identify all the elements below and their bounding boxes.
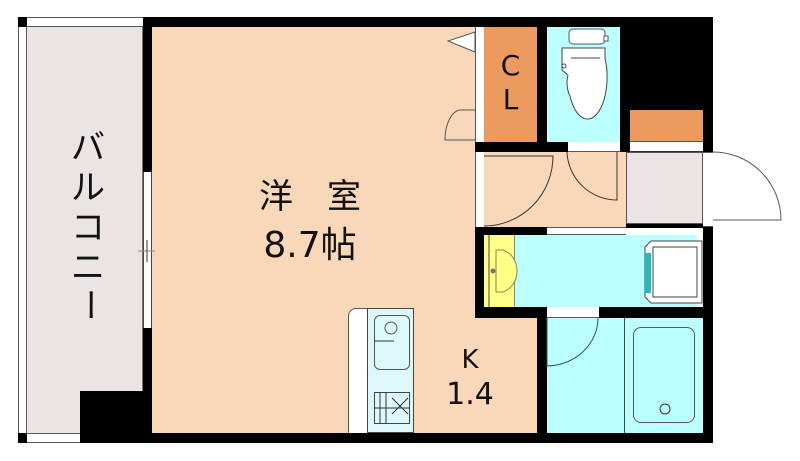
hall-left-strip bbox=[475, 152, 484, 227]
toilet-door-swing bbox=[566, 151, 618, 201]
closet bbox=[484, 27, 537, 142]
wall-bath-left bbox=[537, 307, 547, 433]
kitchen-floor bbox=[476, 298, 538, 433]
wall-hall-right-bottom bbox=[620, 142, 630, 152]
wall-wash-bottom-right bbox=[599, 307, 703, 318]
wall-toilet-right bbox=[620, 110, 630, 152]
bathroom bbox=[547, 318, 703, 433]
front-door-opening[interactable] bbox=[703, 152, 713, 227]
closet-door-marker bbox=[446, 31, 476, 53]
wall-entrance-bottom bbox=[626, 224, 703, 228]
wall-top bbox=[143, 17, 713, 27]
wall-top-left-corner bbox=[18, 17, 27, 27]
balcony-floor bbox=[27, 27, 143, 433]
wall-utility-block bbox=[620, 27, 703, 110]
closet-left-white-strip bbox=[475, 27, 484, 142]
balcony-char: ー bbox=[68, 288, 108, 322]
bathtub bbox=[633, 327, 695, 423]
hallway-floor bbox=[484, 152, 626, 227]
washing-machine-icon bbox=[644, 240, 703, 304]
front-door-swing bbox=[712, 151, 782, 221]
balcony-char: バ bbox=[71, 128, 105, 168]
wall-closet-toilet-divider bbox=[537, 27, 547, 142]
kitchen-faucet-icon bbox=[374, 321, 398, 342]
bath-divider-line bbox=[624, 318, 625, 433]
western-room-name: 洋 室 bbox=[259, 177, 361, 217]
balcony-char: ニ bbox=[71, 248, 105, 288]
kitchen-size: 1.4 bbox=[446, 377, 494, 412]
western-room-size: 8.7帖 bbox=[263, 225, 357, 266]
kitchen-sink[interactable] bbox=[374, 315, 410, 370]
balcony-left-rail bbox=[18, 27, 27, 433]
balcony-char: ル bbox=[71, 168, 105, 208]
wall-bottom bbox=[80, 433, 713, 443]
vanity-sink-icon bbox=[488, 235, 518, 307]
bath-door-opening[interactable] bbox=[547, 307, 599, 318]
balcony-bottom-rail bbox=[27, 433, 80, 443]
wall-wash-bottom-left bbox=[475, 307, 547, 318]
wash-door-opening[interactable] bbox=[547, 227, 626, 235]
balcony-top-rail bbox=[27, 17, 143, 27]
kitchen-name: K bbox=[461, 345, 479, 375]
western-room-floor bbox=[152, 27, 476, 433]
wall-right-lower bbox=[703, 227, 713, 443]
toilet-icon bbox=[561, 28, 609, 120]
entrance bbox=[626, 152, 703, 224]
balcony-label: バ ル コ ニ ー bbox=[68, 128, 108, 322]
shoe-storage bbox=[630, 110, 703, 142]
closet-label-l: L bbox=[502, 83, 519, 116]
wall-wash-top bbox=[475, 227, 547, 235]
wall-bottom-left-corner bbox=[18, 433, 27, 443]
closet-label-c: C bbox=[500, 49, 521, 82]
wall-wash-left bbox=[475, 227, 484, 315]
wall-right-upper bbox=[703, 27, 713, 152]
stove-burner-icon bbox=[374, 392, 410, 424]
bath-drain-icon bbox=[659, 403, 671, 415]
wall-left-upper bbox=[143, 27, 152, 172]
closet-door-swing bbox=[444, 109, 475, 141]
wall-left-lower bbox=[143, 328, 152, 433]
room-door-swing bbox=[483, 155, 554, 227]
balcony-char: コ bbox=[71, 208, 105, 248]
bath-door-swing bbox=[546, 317, 599, 367]
shoe-storage-strip bbox=[630, 142, 703, 152]
toilet-door-opening[interactable] bbox=[568, 142, 620, 152]
kitchen-counter-front bbox=[348, 308, 368, 433]
wall-closet-bottom bbox=[475, 142, 568, 152]
